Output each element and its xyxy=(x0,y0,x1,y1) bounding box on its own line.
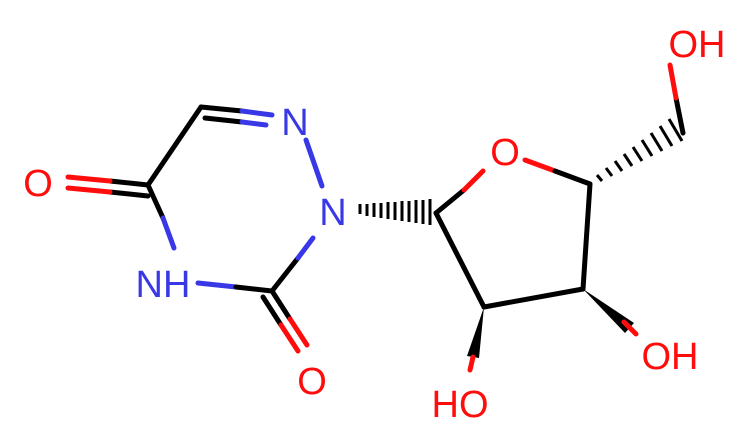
bond-c3-o-b xyxy=(260,294,284,328)
bond-c1-oring xyxy=(433,187,467,216)
bond-c6-n1-inner xyxy=(202,115,245,125)
bond-c6-c5 xyxy=(145,104,204,188)
atom-oh-bottom-left-label: HO xyxy=(432,384,489,426)
atom-o-ring-label: O xyxy=(490,132,520,174)
solid-wedge-c2-oh xyxy=(467,307,484,358)
atom-o-carbonyl-bottom-label: O xyxy=(297,361,327,403)
bond-c5-o-b xyxy=(107,189,151,199)
bond-c6-n1-outer-n xyxy=(239,108,275,118)
bond-c1-oring-o xyxy=(461,168,486,193)
bond-c5-oh-o xyxy=(667,62,679,101)
atom-oh-top-label: OH xyxy=(669,24,726,66)
bond-c5-oh xyxy=(673,95,686,136)
bond-oring-c4 xyxy=(552,168,593,187)
bond-c5-o-a-o xyxy=(65,174,113,184)
solid-wedge-c3-oh xyxy=(583,289,634,333)
bond-c5-n4-n xyxy=(160,215,177,251)
bond-c6-n1-inner-n xyxy=(239,119,269,128)
atom-n2-label: N xyxy=(319,192,346,234)
bond-c5-o-b-o xyxy=(65,185,113,195)
atom-o-carbonyl-left-label: O xyxy=(23,163,53,205)
bond-c3-o-a xyxy=(269,288,293,322)
bond-n2-n1 xyxy=(303,137,325,189)
bond-n4-c3-n xyxy=(195,280,239,290)
atom-oh-bottom-right-label: OH xyxy=(642,336,699,378)
bond-oring-c4-o xyxy=(522,157,558,174)
hashed-wedge-c4-c5 xyxy=(595,118,684,182)
bond-c2-c1 xyxy=(433,210,487,310)
bond-c3-n2 xyxy=(269,255,301,294)
bond-c3-c2 xyxy=(481,286,586,310)
bond-c3-n2-n xyxy=(295,235,316,261)
bond-c3-oh-o xyxy=(621,319,639,337)
bond-c3-o-a-o xyxy=(287,316,310,348)
atom-nh-label: NH xyxy=(136,264,191,306)
bond-c3-o-b-o xyxy=(278,322,301,354)
bond-c6-n1-outer xyxy=(198,104,245,114)
bond-c5-o-a xyxy=(107,178,151,188)
bond-c5-n4 xyxy=(145,182,166,221)
bond-c4-c3 xyxy=(580,181,593,292)
bond-n4-c3 xyxy=(233,284,275,294)
hashed-wedge-n2-c1 xyxy=(358,199,432,225)
bond-c2-oh-o xyxy=(467,354,476,373)
atom-n1-label: N xyxy=(281,102,308,144)
